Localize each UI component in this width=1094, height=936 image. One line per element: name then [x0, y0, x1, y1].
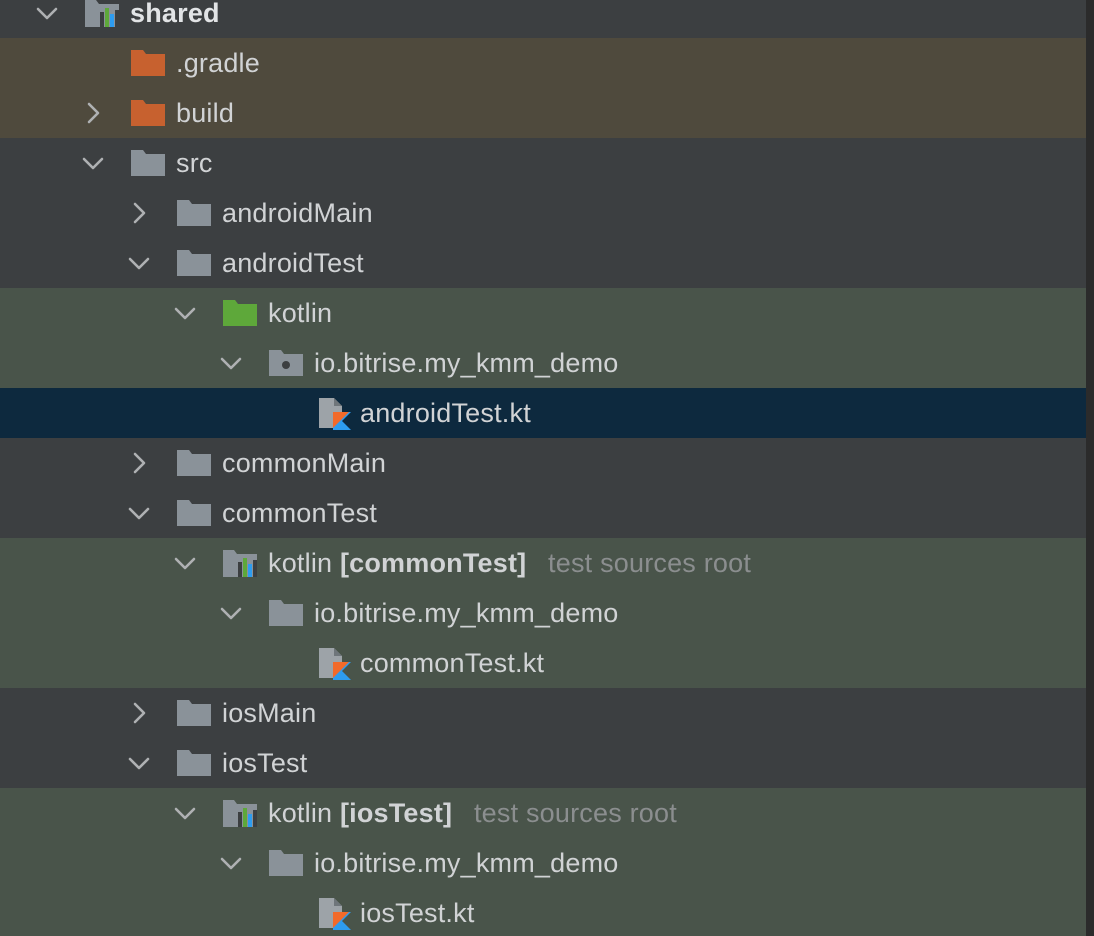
tree-row-label: kotlin [iosTest] test sources root	[268, 797, 677, 829]
tree-row-label: commonTest	[222, 498, 378, 528]
chevron-down-icon[interactable]	[218, 600, 244, 626]
chevron-down-icon[interactable]	[126, 500, 152, 526]
source-set-tag: [commonTest]	[339, 548, 527, 578]
chevron-down-icon[interactable]	[172, 550, 198, 576]
tree-row-label: .gradle	[176, 48, 260, 78]
tree-row-label: kotlin	[268, 298, 333, 328]
tree-row-androidmain[interactable]: androidMain	[0, 188, 1086, 238]
tree-row-build[interactable]: build	[0, 88, 1086, 138]
chevron-right-icon[interactable]	[126, 200, 152, 226]
tree-row-iostest-kt[interactable]: iosTest.kt	[0, 888, 1086, 936]
root-type-hint: test sources root	[548, 548, 752, 578]
tree-row-label: src	[176, 148, 213, 178]
tree-row-androidtest-kt[interactable]: androidTest.kt	[0, 388, 1086, 438]
tree-row-label: iosTest	[222, 748, 308, 778]
folder-excluded-icon	[130, 48, 166, 78]
package-icon	[268, 348, 304, 378]
folder-icon	[176, 198, 212, 228]
tree-row-shared[interactable]: shared	[0, 0, 1086, 38]
chevron-down-icon[interactable]	[80, 150, 106, 176]
tree-row-label: androidTest.kt	[360, 398, 531, 428]
chevron-right-icon[interactable]	[126, 700, 152, 726]
tree-row-commontest[interactable]: commonTest	[0, 488, 1086, 538]
tree-row-commonmain[interactable]: commonMain	[0, 438, 1086, 488]
folder-test-source-icon	[222, 298, 258, 328]
tree-row-label: shared	[130, 0, 220, 28]
tree-row-androidtest[interactable]: androidTest	[0, 238, 1086, 288]
module-icon	[84, 0, 120, 28]
tree-row-label: iosTest.kt	[360, 898, 475, 928]
source-set-tag: [iosTest]	[339, 798, 453, 828]
tree-row-kotlin-commontest[interactable]: kotlin [commonTest] test sources root	[0, 538, 1086, 588]
folder-icon	[176, 498, 212, 528]
chevron-right-icon[interactable]	[80, 100, 106, 126]
tree-row-label: commonTest.kt	[360, 648, 545, 678]
chevron-down-icon[interactable]	[34, 0, 60, 26]
chevron-down-icon[interactable]	[218, 850, 244, 876]
tree-row-commontest-kt[interactable]: commonTest.kt	[0, 638, 1086, 688]
tree-row-name: kotlin	[268, 548, 333, 578]
kotlin-file-icon	[316, 398, 352, 430]
module-test-root-icon	[222, 798, 258, 828]
folder-icon	[130, 148, 166, 178]
tree-row-label: build	[176, 98, 235, 128]
tree-row-name: kotlin	[268, 798, 333, 828]
folder-icon	[176, 248, 212, 278]
tree-row-label: commonMain	[222, 448, 387, 478]
kotlin-file-icon	[316, 648, 352, 680]
chevron-down-icon[interactable]	[172, 800, 198, 826]
tree-row-label: io.bitrise.my_kmm_demo	[314, 348, 619, 378]
tree-row-package[interactable]: io.bitrise.my_kmm_demo	[0, 338, 1086, 388]
tree-row-label: kotlin [commonTest] test sources root	[268, 547, 751, 579]
tree-row-label: io.bitrise.my_kmm_demo	[314, 598, 619, 628]
chevron-right-icon[interactable]	[126, 450, 152, 476]
chevron-down-icon[interactable]	[126, 250, 152, 276]
tree-row-package[interactable]: io.bitrise.my_kmm_demo	[0, 838, 1086, 888]
tree-row-kotlin[interactable]: kotlin	[0, 288, 1086, 338]
tree-row-label: androidTest	[222, 248, 364, 278]
folder-excluded-icon	[130, 98, 166, 128]
folder-icon	[176, 448, 212, 478]
folder-icon	[268, 848, 304, 878]
folder-icon	[176, 748, 212, 778]
tree-row-gradle[interactable]: .gradle	[0, 38, 1086, 88]
chevron-down-icon[interactable]	[218, 350, 244, 376]
tree-row-label: io.bitrise.my_kmm_demo	[314, 848, 619, 878]
kotlin-file-icon	[316, 898, 352, 930]
module-test-root-icon	[222, 548, 258, 578]
tree-row-iostest[interactable]: iosTest	[0, 738, 1086, 788]
root-type-hint: test sources root	[473, 798, 677, 828]
tree-row-iosmain[interactable]: iosMain	[0, 688, 1086, 738]
scrollbar-track[interactable]	[1086, 0, 1094, 936]
folder-icon	[268, 598, 304, 628]
tree-row-kotlin-iostest[interactable]: kotlin [iosTest] test sources root	[0, 788, 1086, 838]
tree-row-label: iosMain	[222, 698, 317, 728]
folder-icon	[176, 698, 212, 728]
chevron-down-icon[interactable]	[126, 750, 152, 776]
tree-row-src[interactable]: src	[0, 138, 1086, 188]
tree-row-package[interactable]: io.bitrise.my_kmm_demo	[0, 588, 1086, 638]
tree-row-label: androidMain	[222, 198, 373, 228]
chevron-down-icon[interactable]	[172, 300, 198, 326]
